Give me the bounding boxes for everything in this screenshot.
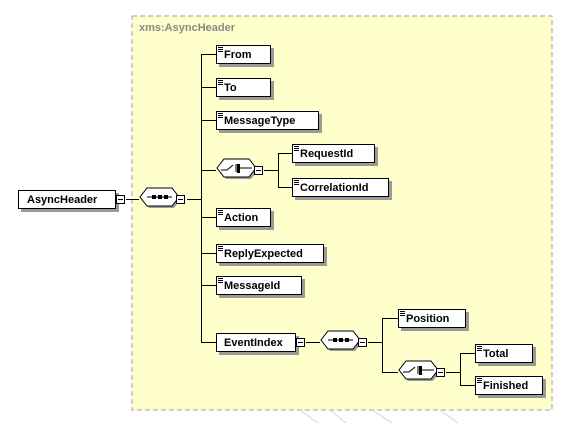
collapse-minus-icon[interactable] (176, 195, 185, 204)
element-label: MessageType (224, 115, 296, 127)
element-message-type[interactable]: MessageType (216, 111, 319, 130)
element-async-header[interactable]: AsyncHeader (18, 190, 116, 209)
element-to[interactable]: To (216, 78, 271, 97)
element-label: To (224, 82, 237, 94)
document-lines-icon (218, 80, 223, 85)
collapse-minus-icon[interactable] (296, 338, 305, 347)
element-reply-expected[interactable]: ReplyExpected (216, 244, 324, 263)
document-lines-icon (218, 113, 223, 118)
document-lines-icon (218, 278, 223, 283)
element-label: RequestId (300, 148, 354, 160)
element-action[interactable]: Action (216, 208, 271, 227)
element-label: ReplyExpected (224, 248, 303, 260)
sequence-compositor-icon[interactable] (139, 187, 187, 213)
document-lines-icon (218, 210, 223, 215)
element-label: From (224, 49, 252, 61)
collapse-minus-icon[interactable] (116, 195, 125, 204)
element-label: Total (483, 348, 509, 360)
document-lines-icon (400, 311, 405, 316)
choice-compositor-icon[interactable] (398, 360, 446, 386)
document-lines-icon (294, 146, 299, 151)
element-label: AsyncHeader (27, 194, 98, 206)
element-position[interactable]: Position (398, 309, 466, 328)
group-label: xms:AsyncHeader (139, 22, 235, 34)
document-lines-icon (218, 47, 223, 52)
element-event-index[interactable]: EventIndex (216, 333, 296, 352)
element-finished[interactable]: Finished (475, 376, 543, 395)
element-correlation-id[interactable]: CorrelationId (292, 178, 389, 197)
element-label: Position (406, 313, 450, 325)
document-lines-icon (294, 180, 299, 185)
element-total[interactable]: Total (475, 344, 533, 363)
document-lines-icon (477, 378, 482, 383)
document-lines-icon (477, 346, 482, 351)
element-label: CorrelationId (300, 182, 369, 194)
document-lines-icon (218, 246, 223, 251)
decorative-strokes (299, 409, 459, 424)
element-label: EventIndex (224, 337, 283, 349)
element-label: Action (224, 212, 259, 224)
collapse-minus-icon[interactable] (436, 368, 445, 377)
element-label: MessageId (224, 280, 281, 292)
collapse-minus-icon[interactable] (358, 338, 367, 347)
sequence-compositor-icon[interactable] (320, 330, 368, 356)
element-request-id[interactable]: RequestId (292, 144, 375, 163)
choice-compositor-icon[interactable] (216, 158, 264, 184)
element-label: Finished (483, 380, 529, 392)
collapse-minus-icon[interactable] (254, 166, 263, 175)
element-message-id[interactable]: MessageId (216, 276, 302, 295)
element-from[interactable]: From (216, 45, 271, 64)
